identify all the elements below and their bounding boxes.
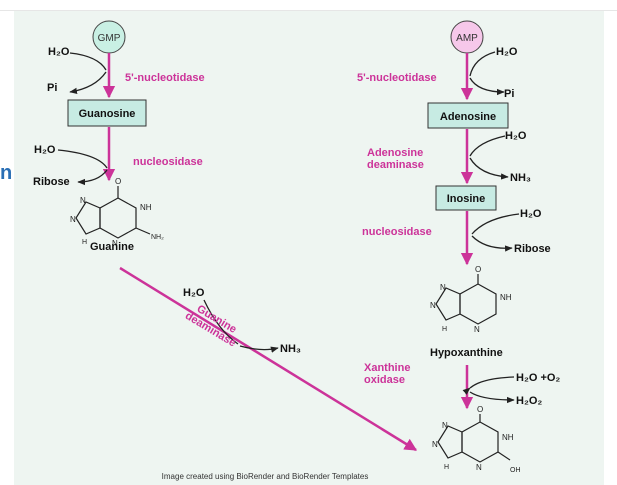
inosine-box bbox=[435, 185, 497, 211]
right-nh3: NH₃ bbox=[510, 172, 531, 184]
right-enzyme-nucleotidase: 5'-nucleotidase bbox=[357, 72, 437, 84]
right-ribose-label: Ribose bbox=[514, 243, 551, 255]
hypo-atom-o: O bbox=[475, 265, 481, 274]
xanthine-structure bbox=[437, 414, 511, 463]
hypo-atom-h: H bbox=[442, 326, 447, 333]
center-enzyme-group: Guanine deaminase bbox=[183, 303, 239, 350]
footer-credit: Image created using BioRender and BioRen… bbox=[162, 472, 369, 481]
guanine-atom-n2: N bbox=[70, 215, 76, 224]
guanine-atom-o: O bbox=[115, 177, 121, 186]
center-arrow-guanine-xanthine bbox=[119, 266, 418, 452]
right-enzyme-xo-line1: Xanthine bbox=[364, 362, 410, 374]
left-pi-out-arc bbox=[69, 71, 107, 94]
right-enzyme-deaminase-line1: Adenosine bbox=[367, 147, 423, 159]
xan-atom-n2: N bbox=[432, 440, 438, 449]
right-pi-out-arc bbox=[469, 77, 505, 96]
left-enzyme-nucleosidase: nucleosidase bbox=[133, 156, 203, 168]
guanosine-box bbox=[67, 99, 147, 127]
right-enzyme-nucleosidase: nucleosidase bbox=[362, 226, 432, 238]
right-ribose-out-arc bbox=[471, 235, 513, 252]
left-h2o-in-arc-1 bbox=[69, 52, 107, 71]
guanine-structure bbox=[75, 186, 151, 239]
hypo-atom-n1: N bbox=[440, 283, 446, 292]
right-h2o-1: H₂O bbox=[496, 46, 518, 58]
hypoxanthine-structure bbox=[435, 274, 497, 325]
guanine-atom-n3: N bbox=[112, 239, 118, 248]
xan-atom-o: O bbox=[477, 405, 483, 414]
center-h2o-in-arc bbox=[203, 299, 239, 345]
xan-atom-h: H bbox=[444, 464, 449, 471]
right-h2o-3: H₂O bbox=[520, 208, 542, 220]
top-bar bbox=[0, 0, 617, 11]
right-h2o-in-arc-3 bbox=[471, 213, 520, 235]
amp-label: AMP bbox=[456, 33, 478, 44]
left-enzyme-nucleotidase: 5'-nucleotidase bbox=[125, 72, 205, 84]
center-h2o: H₂O bbox=[183, 287, 205, 299]
hypo-atom-nh: NH bbox=[500, 293, 512, 302]
right-h2o-in-arc-2 bbox=[469, 135, 506, 157]
guanine-atom-h: H bbox=[82, 239, 87, 246]
left-h2o-in-arc-2 bbox=[57, 149, 108, 169]
center-nh3-out-arc bbox=[239, 345, 279, 353]
guanine-atom-nh2: NH₂ bbox=[151, 234, 164, 241]
left-h2o-1: H₂O bbox=[48, 46, 70, 58]
right-nh3-out-arc bbox=[469, 157, 509, 180]
right-h2o2-out-arc bbox=[469, 391, 515, 404]
inosine-label: Inosine bbox=[447, 193, 486, 205]
right-enzyme-xo-line2: oxidase bbox=[364, 374, 405, 386]
hypo-atom-n3: N bbox=[474, 325, 480, 334]
guanine-atom-n1: N bbox=[80, 196, 86, 205]
xan-atom-n3: N bbox=[476, 463, 482, 472]
right-enzyme-deaminase-line2: deaminase bbox=[367, 159, 424, 171]
xan-atom-oh: OH bbox=[510, 467, 521, 474]
left-pi-label: Pi bbox=[47, 82, 57, 94]
cut-off-heading-letter: n bbox=[0, 162, 13, 184]
guanine-label: Guanine bbox=[90, 241, 134, 253]
gmp-label: GMP bbox=[98, 33, 121, 44]
right-h2o2-label: H₂O₂ bbox=[516, 395, 542, 407]
right-h2o-o2-label: H₂O +O₂ bbox=[516, 372, 560, 384]
xan-atom-nh: NH bbox=[502, 433, 514, 442]
guanosine-label: Guanosine bbox=[79, 108, 136, 120]
adenosine-box bbox=[427, 102, 509, 129]
right-h2o-in-arc-1 bbox=[469, 51, 496, 77]
guanine-atom-nh: NH bbox=[140, 203, 152, 212]
left-ribose-label: Ribose bbox=[33, 176, 70, 188]
hypoxanthine-label: Hypoxanthine bbox=[430, 347, 503, 359]
adenosine-label: Adenosine bbox=[440, 111, 496, 123]
left-ribose-out-arc bbox=[77, 169, 108, 186]
left-h2o-2: H₂O bbox=[34, 144, 56, 156]
right-h2o-o2-arc bbox=[462, 376, 515, 395]
center-nh3: NH₃ bbox=[280, 343, 301, 355]
right-pi-label: Pi bbox=[504, 88, 514, 100]
hypo-atom-n2: N bbox=[430, 301, 436, 310]
right-gutter bbox=[606, 11, 617, 485]
xan-atom-n1: N bbox=[442, 421, 448, 430]
right-h2o-2: H₂O bbox=[505, 130, 527, 142]
